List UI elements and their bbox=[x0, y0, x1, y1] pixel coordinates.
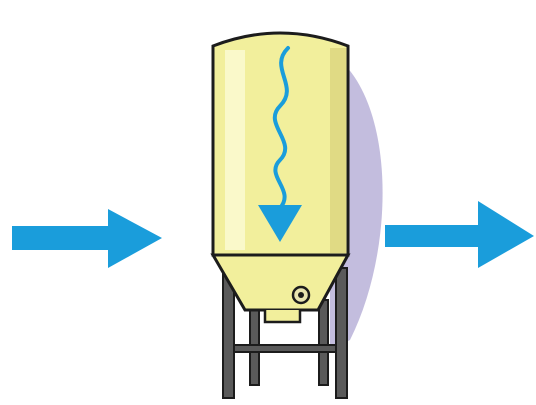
outflow-arrow-icon bbox=[385, 201, 534, 268]
inflow-arrow-icon bbox=[12, 209, 162, 268]
tank-icon bbox=[213, 33, 348, 398]
tank-outlet bbox=[265, 310, 300, 322]
tank-highlight bbox=[225, 50, 245, 250]
tank-shade bbox=[330, 48, 346, 253]
valve-icon bbox=[293, 287, 309, 303]
